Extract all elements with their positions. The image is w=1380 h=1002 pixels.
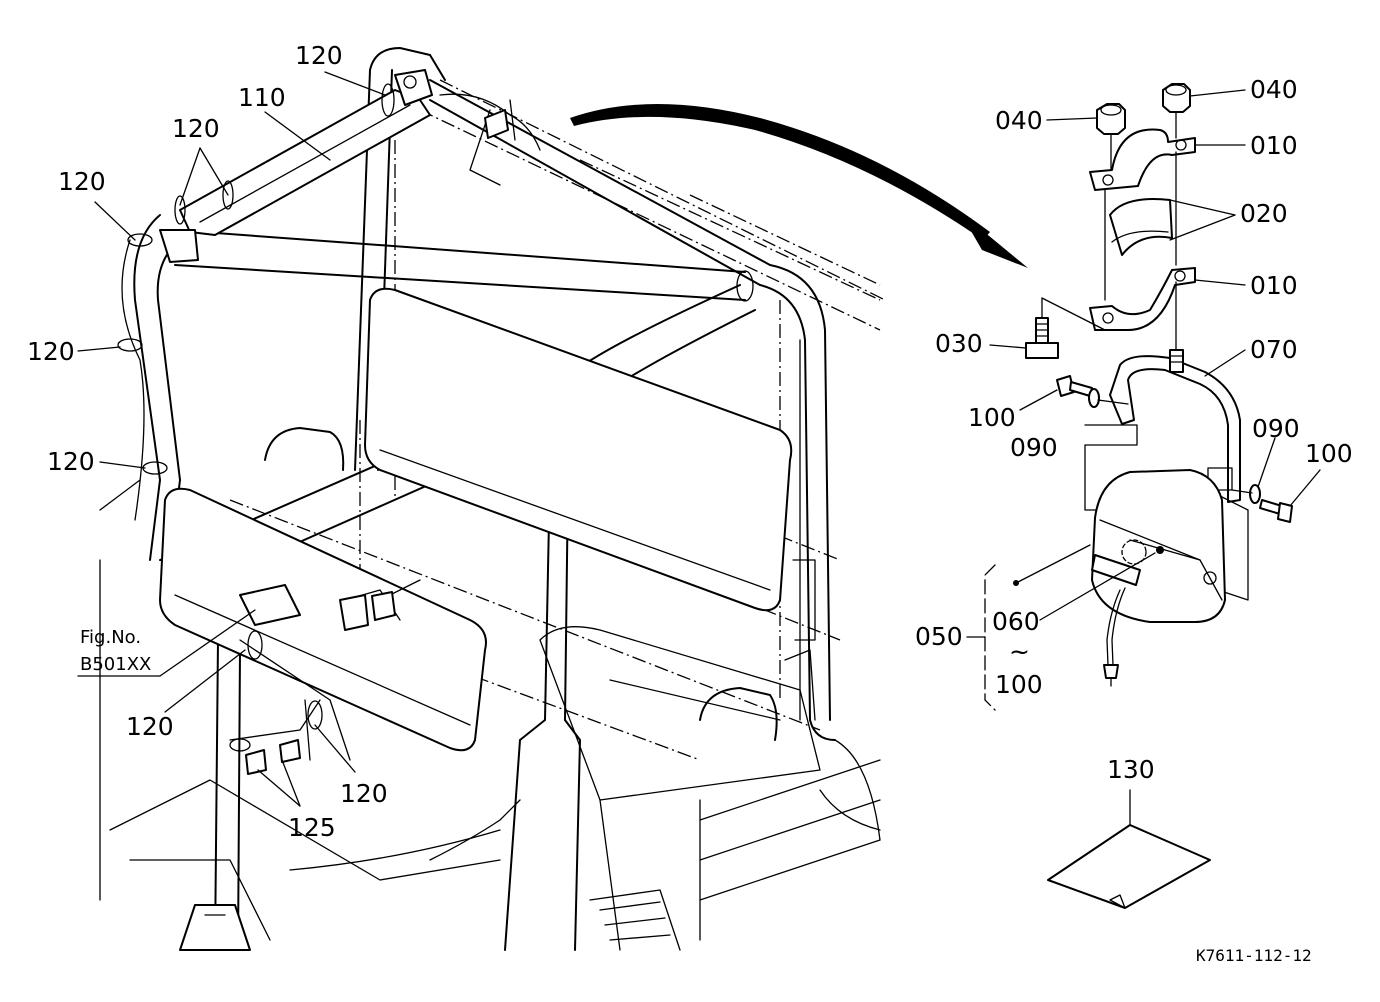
nut-040-left [1096,103,1126,135]
set-bracket [984,564,996,711]
callout-120-left-a: 120 [58,167,106,196]
manual-130 [1047,789,1211,909]
bolt-100-right [1259,499,1293,523]
callout-120-lower-b: 120 [340,779,388,808]
callout-120-top: 120 [295,41,343,70]
washer-090-right [1249,484,1261,504]
callout-125: 125 [288,813,336,842]
clamp-010-lower [1089,267,1196,331]
callout-120-left-b: 120 [27,337,75,366]
callout-110: 110 [238,83,286,112]
leader-lines-left [77,71,386,807]
callout-070: 070 [1250,335,1298,364]
bracket-070 [1109,349,1241,503]
alarm-unit-050 [1091,469,1226,687]
callout-120-left-c: 120 [47,447,95,476]
pointer-arrow [570,104,1028,268]
callout-010-top: 010 [1250,131,1298,160]
callout-030: 030 [935,329,983,358]
nut-040-right [1162,83,1191,113]
exploded-parts [966,83,1321,909]
callout-090-left: 090 [1010,433,1058,462]
callout-060: 060 [992,607,1040,636]
callout-100-right: 100 [1305,439,1353,468]
collar-020 [1109,198,1173,256]
callout-090-right: 090 [1252,414,1300,443]
callout-010-bottom: 010 [1250,271,1298,300]
callout-120-pair: 120 [172,114,220,143]
callout-range-separator: ~ [1009,637,1030,666]
callout-040-right: 040 [1250,75,1298,104]
fig-ref-line1: Fig.No. [80,627,141,648]
leader-lines-right [966,89,1321,638]
callout-040-left: 040 [995,106,1043,135]
fig-ref-line2: B501XX [80,654,151,675]
diagram-code: K7611-112-12 [1196,946,1312,965]
vehicle-assembly-drawing [77,47,886,951]
seat-and-body [99,93,881,951]
callout-050: 050 [915,622,963,651]
clamp-010-upper [1089,128,1196,191]
callout-labels: 120 110 120 120 120 120 Fig.No. B501XX 1… [27,41,1353,965]
bolt-100-left [1056,375,1093,397]
washer-090-left [1088,388,1100,408]
callout-100-left: 100 [968,403,1016,432]
callout-120-lower-a: 120 [126,712,174,741]
bolt-030 [1025,317,1059,359]
assembly-dot [1013,580,1019,586]
callout-020: 020 [1240,199,1288,228]
callout-100-range: 100 [995,670,1043,699]
callout-130: 130 [1107,755,1155,784]
